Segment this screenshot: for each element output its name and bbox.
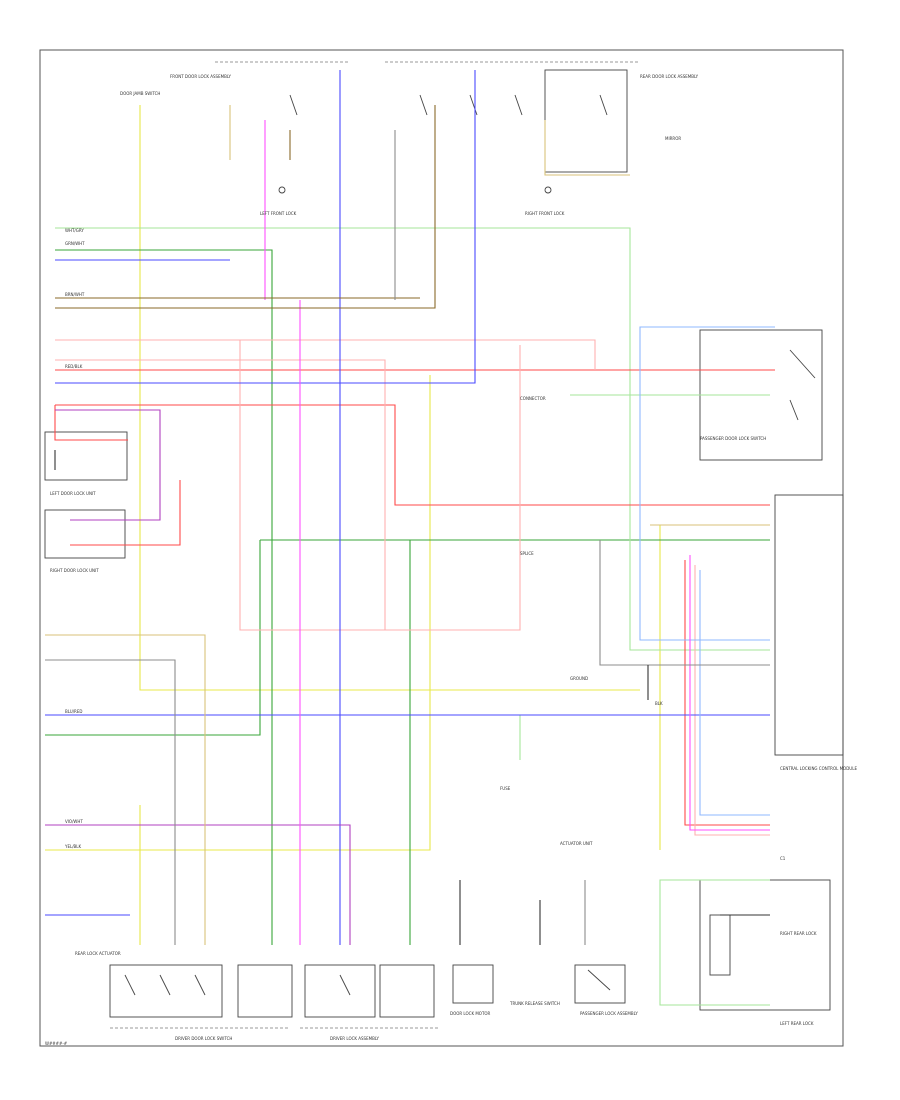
label-driver-switch: DRIVER DOOR LOCK SWITCH: [175, 1036, 232, 1041]
top-switch-3: [469, 94, 478, 116]
label-ground: GROUND: [570, 676, 588, 681]
wire-red-3: [54, 405, 128, 441]
bottom-box-6: [574, 964, 626, 1004]
wire-yellow-2: [45, 375, 431, 851]
label-mirror: MIRROR: [665, 136, 681, 141]
top-switch-4: [514, 94, 523, 116]
bottom-box-3: [304, 964, 376, 1018]
wire-red-4: [70, 480, 181, 546]
wire-yellow-1: [139, 105, 640, 691]
bottom-box-2: [237, 964, 293, 1018]
label-rear-door-lock: REAR DOOR LOCK ASSEMBLY: [640, 74, 699, 79]
label-actuator-unit: ACTUATOR UNIT: [560, 841, 593, 846]
left-door-switch-1: [44, 431, 128, 481]
wire-lightgreen-4: [659, 879, 770, 1006]
wire-violet-2: [45, 824, 351, 945]
label-driver-assembly: DRIVER LOCK ASSEMBLY: [330, 1036, 380, 1041]
page-code: W####-#: [45, 1041, 68, 1046]
label-front-door-lock: FRONT DOOR LOCK ASSEMBLY: [170, 74, 232, 79]
label-rear-lock-actuator: REAR LOCK ACTUATOR: [75, 951, 121, 956]
label-wire-vio: VIO/WHT: [65, 819, 83, 824]
top-switch-2: [419, 94, 428, 116]
wire-tan-3: [45, 634, 206, 945]
label-right-front-lock: RIGHT FRONT LOCK: [525, 211, 565, 216]
label-passenger-door: PASSENGER DOOR LOCK SWITCH: [700, 436, 766, 441]
label-wire-blu: BLU/RED: [65, 709, 82, 714]
wire-red-5: [684, 560, 770, 826]
wire-green-1: [55, 249, 273, 945]
top-right-switch-box: [544, 69, 628, 173]
wire-red-2: [55, 404, 770, 506]
label-left-door: LEFT DOOR LOCK UNIT: [50, 491, 96, 496]
left-door-switch-2: [44, 509, 126, 559]
wire-green-3: [45, 540, 261, 736]
bottom-switch-1: [124, 974, 136, 996]
label-wire-yel: YEL/BLK: [64, 844, 82, 849]
lower-right-connector: [699, 879, 831, 1011]
bottom-box-6-switch: [587, 969, 611, 991]
passenger-switch-contact-1: [789, 349, 816, 379]
label-left-front: LEFT FRONT LOCK: [260, 211, 297, 216]
bottom-box-5: [452, 964, 494, 1004]
label-pin: C1: [780, 856, 786, 861]
wire-tan-2: [544, 120, 630, 176]
label-wire-red: RED/BLK: [65, 364, 83, 369]
top-switch-1: [289, 94, 298, 116]
wire-blue-4: [55, 70, 476, 384]
central-module-box: [774, 494, 844, 756]
bottom-switch-3: [194, 974, 206, 996]
wire-brown-2: [55, 105, 436, 309]
label-right-rear-lock: RIGHT REAR LOCK: [780, 931, 817, 936]
wire-gray-3: [599, 540, 770, 666]
label-door-jamb: DOOR JAMB SWITCH: [120, 91, 160, 96]
label-wire-wht: WHT/GRY: [65, 228, 84, 233]
bottom-switch-2: [159, 974, 171, 996]
label-fuse: FUSE: [500, 786, 511, 791]
wire-lightgreen-1: [55, 227, 770, 651]
label-passenger-assembly: PASSENGER LOCK ASSEMBLY: [580, 1011, 638, 1016]
label-trunk-release: TRUNK RELEASE SWITCH: [509, 1001, 560, 1006]
bottom-switch-4: [339, 974, 351, 996]
wire-pink-2: [55, 339, 596, 370]
label-left-rear-lock: LEFT REAR LOCK: [780, 1021, 814, 1026]
bottom-box-4: [379, 964, 435, 1018]
label-wire-blk: BLK: [655, 701, 663, 706]
label-right-door: RIGHT DOOR LOCK UNIT: [50, 568, 99, 573]
top-switch-5: [599, 94, 608, 116]
label-door-lock-motor: DOOR LOCK MOTOR: [450, 1011, 491, 1016]
wire-magenta-3: [689, 555, 770, 831]
wires: [45, 70, 775, 1006]
labels: FRONT DOOR LOCK ASSEMBLY DOOR JAMB SWITC…: [45, 74, 857, 1046]
wire-pink-4: [694, 565, 770, 836]
lower-right-inner: [709, 914, 731, 976]
bottom-box-1: [109, 964, 223, 1018]
label-wire-grn: GRN/WHT: [65, 241, 85, 246]
diagram-frame: [39, 49, 844, 1047]
wire-pink-3: [239, 340, 521, 631]
wire-lightblue-2: [699, 570, 770, 816]
wire-gray-2: [45, 659, 176, 945]
passenger-switch-contact-2: [789, 399, 799, 421]
wire-violet-1: [55, 409, 161, 521]
wire-lightblue-1: [639, 326, 775, 641]
label-connector: CONNECTOR: [520, 396, 546, 401]
label-wire-brn: BRN/WHT: [65, 292, 85, 297]
top-ground-2: [544, 186, 552, 194]
label-splice: SPLICE: [520, 551, 534, 556]
wire-pink-1: [55, 359, 386, 630]
label-central-module: CENTRAL LOCKING CONTROL MODULE: [780, 766, 857, 771]
top-ground-1: [278, 186, 286, 194]
